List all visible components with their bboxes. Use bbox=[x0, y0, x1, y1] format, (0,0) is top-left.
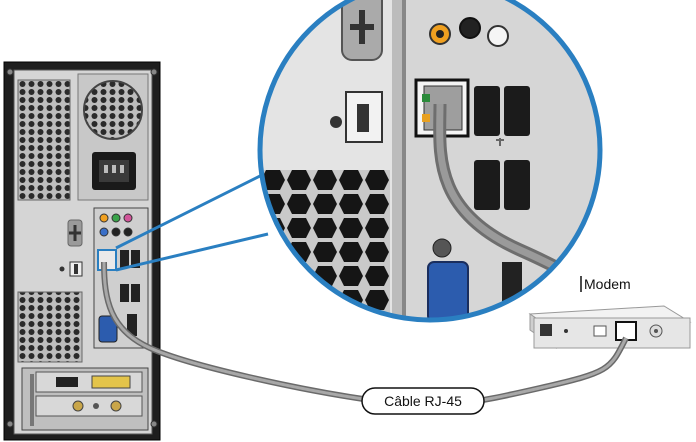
psu-fan bbox=[77, 73, 149, 201]
power-socket[interactable] bbox=[92, 152, 136, 190]
cable-label: Câble RJ-45 bbox=[361, 387, 485, 415]
case-latch bbox=[59, 219, 83, 277]
vga-port[interactable] bbox=[98, 315, 118, 343]
modem-lan-port[interactable] bbox=[615, 321, 637, 341]
modem bbox=[528, 305, 692, 349]
tower-vent-top-left bbox=[17, 79, 71, 201]
computer-tower bbox=[3, 61, 161, 441]
cable-label-text: Câble RJ-45 bbox=[384, 393, 462, 409]
expansion-slots bbox=[21, 367, 149, 431]
modem-label: Modem bbox=[580, 276, 631, 292]
modem-label-text: Modem bbox=[584, 276, 631, 292]
tower-vent-bottom bbox=[17, 291, 83, 363]
zoom-callout-lines bbox=[115, 166, 277, 272]
zoom-circle bbox=[257, 0, 603, 323]
